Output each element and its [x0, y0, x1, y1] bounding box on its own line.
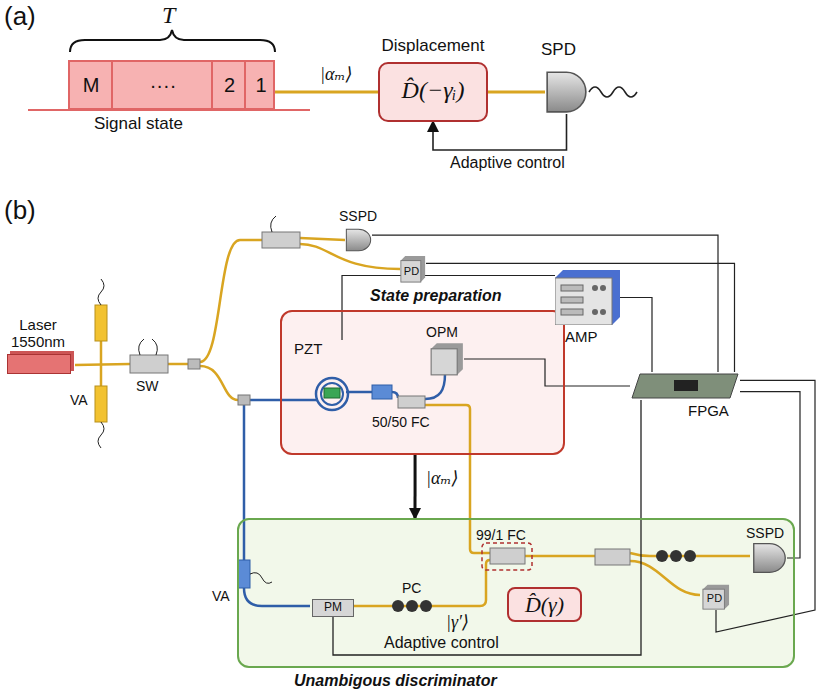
phase-modulator: PM: [312, 599, 354, 617]
detector: SSPD: [752, 542, 787, 574]
edge-label: Adaptive control: [382, 634, 501, 652]
node-label: AMP: [565, 328, 598, 345]
node-label: SSPD: [746, 525, 784, 541]
edge-label: |αₘ⟩: [424, 468, 460, 489]
text-label: VA: [212, 588, 230, 604]
connector: [333, 400, 641, 655]
laser-box: Laser 1550nm: [5, 316, 75, 378]
text-label: |γ′⟩: [446, 612, 469, 633]
text-label: PC: [402, 580, 421, 596]
node-label: SSPD: [339, 208, 377, 224]
displacement-box: D̂(γ): [507, 587, 582, 622]
amplifier: AMP: [555, 270, 620, 325]
text-label: (a): [4, 2, 36, 32]
node-label: PM: [313, 601, 353, 615]
node-label: 2: [214, 74, 245, 97]
connector: [488, 91, 545, 94]
node-label: PD: [400, 265, 423, 278]
node-label: FPGA: [688, 402, 729, 419]
connector: [414, 455, 417, 518]
heading: Displacement: [358, 36, 508, 56]
edge-label: Adaptive control: [448, 154, 567, 172]
node-label: D̂(γ): [507, 592, 582, 617]
connector: [464, 359, 630, 386]
displacement-box: DisplacementD̂(−γᵢ): [378, 62, 488, 122]
node-label: State preparation: [370, 287, 502, 305]
connector: [620, 298, 652, 373]
detector: SPD: [545, 70, 588, 114]
node-label: Laser 1550nm: [5, 316, 71, 351]
photodiode: PD: [400, 255, 426, 283]
text-label: T: [162, 2, 175, 30]
node-label: SPD: [541, 40, 576, 60]
text-label: SW: [136, 378, 159, 394]
node-label: M: [70, 74, 112, 97]
connector: [275, 91, 378, 94]
text-label: VA: [70, 392, 88, 408]
node-label: PD: [702, 592, 727, 605]
power-meter: OPM: [430, 342, 464, 376]
node-label: Unambigous discriminator: [294, 672, 497, 690]
edge-label: |αₘ⟩: [318, 64, 354, 85]
piezo-stretcher: PZT: [294, 340, 362, 414]
connector: [740, 392, 800, 558]
node-label: 1: [247, 74, 275, 97]
node-label: OPM: [426, 324, 458, 340]
connector: [426, 263, 735, 372]
text-label: 99/1 FC: [476, 527, 526, 543]
node-label: PZT: [294, 340, 322, 357]
node-label: ····: [114, 74, 212, 97]
stage-panel: State preparationPZTOPM: [280, 310, 565, 455]
text-label: 50/50 FC: [372, 414, 430, 430]
connector: [716, 380, 815, 632]
photodiode: PD: [702, 584, 730, 610]
text-label: (b): [4, 196, 36, 226]
connector: [342, 276, 555, 341]
node-label: Signal state: [94, 114, 183, 134]
node-label: D̂(−γᵢ): [378, 77, 488, 105]
signal-pulse: M····21Signal state: [68, 60, 275, 110]
fpga-board: FPGA: [630, 372, 740, 400]
detector: SSPD: [345, 228, 372, 252]
